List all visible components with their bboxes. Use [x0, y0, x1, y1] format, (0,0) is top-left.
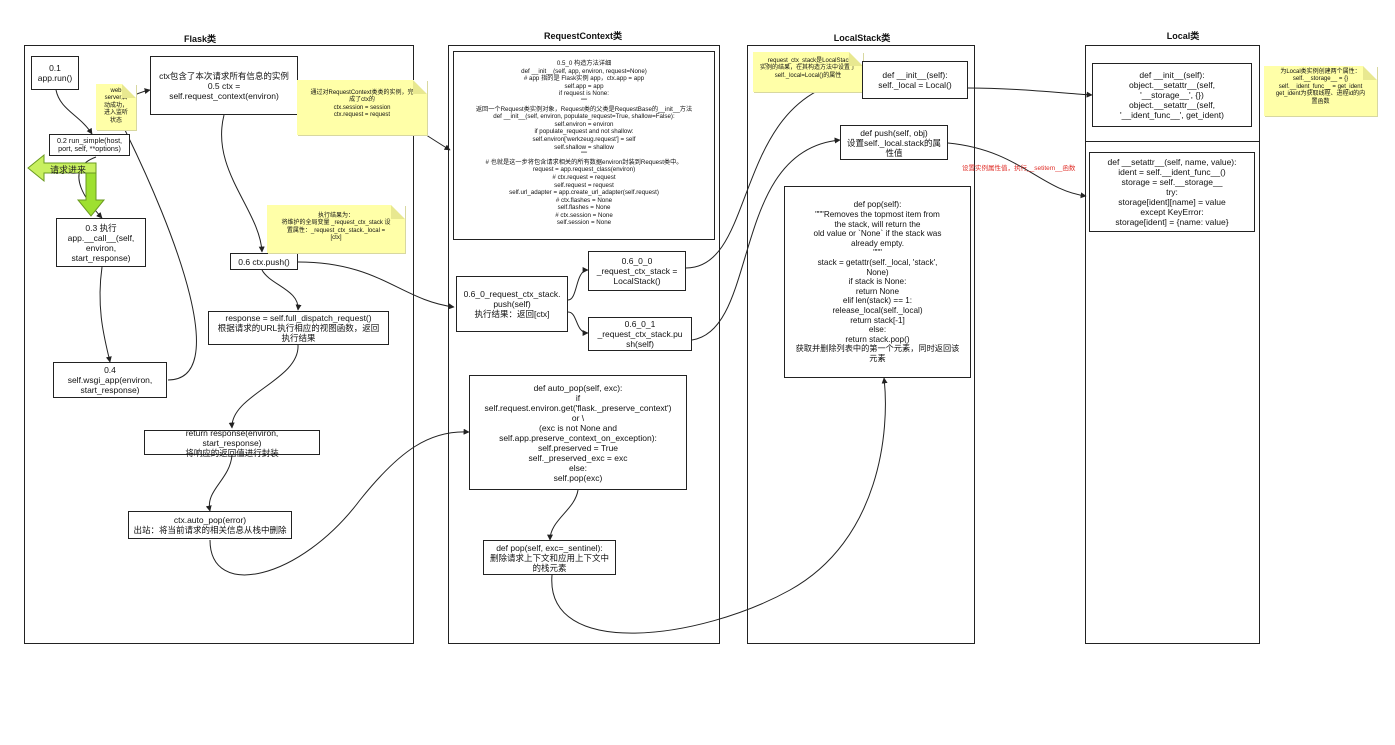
- lane-title-request-context: RequestContext类: [543, 31, 622, 41]
- request-in-label: 请求进来: [50, 165, 87, 175]
- node-0-3-call[interactable]: 0.3 执行 app.__call__(self, environ, start…: [56, 218, 146, 267]
- lane-title-local: Local类: [1166, 31, 1200, 41]
- node-local-init[interactable]: def __init__(self): object.__setattr__(s…: [1092, 63, 1252, 127]
- lane-local-divider: [1085, 141, 1260, 142]
- edge-02-03: [78, 156, 103, 219]
- edge-autopopdef-pop: [547, 489, 579, 541]
- edge-lsinit-localinit: [967, 87, 1093, 98]
- node-request-context-init[interactable]: 0.5_0 构造方法详细 def __init__(self, app, env…: [453, 51, 715, 240]
- lane-title-flask: Flask类: [183, 34, 216, 44]
- edge-061-lspush: [691, 137, 841, 341]
- node-localstack-init[interactable]: def __init__(self): self._local = Local(…: [862, 61, 968, 99]
- edge-pop-lspop: [551, 377, 888, 634]
- node-pop-def[interactable]: def pop(self, exc=_sentinel): 删除请求上下文和应用…: [483, 540, 616, 575]
- edge-dispatch-return: [228, 344, 299, 429]
- node-0-6-ctx-push[interactable]: 0.6 ctx.push(): [230, 253, 298, 270]
- node-auto-pop-def[interactable]: def auto_pop(self, exc): if self.request…: [469, 375, 687, 490]
- label-setitem: 设置实例属性值，执行__setitem__函数: [962, 165, 1076, 172]
- lane-title-local-stack: LocalStack类: [833, 33, 891, 43]
- node-0-4-wsgi-app[interactable]: 0.4 self.wsgi_app(environ, start_respons…: [53, 362, 167, 398]
- node-0-2-run-simple[interactable]: 0.2 run_simple(host, port, self, **optio…: [49, 134, 130, 156]
- note-localstack-init: _request_ctx_stack是LocalStack 实例的结果，在其构造…: [753, 52, 863, 92]
- node-localstack-pop[interactable]: def pop(self): """Removes the topmost it…: [784, 186, 971, 378]
- edge-push-061: [567, 311, 589, 336]
- node-0-6-0-1-push[interactable]: 0.6_0_1 _request_ctx_stack.pu sh(self): [588, 317, 692, 351]
- edge-06-dispatch: [261, 269, 302, 311]
- edge-push-060: [567, 267, 589, 301]
- edge-05-06: [221, 114, 265, 253]
- node-local-setattr[interactable]: def __setattr__(self, name, value): iden…: [1089, 152, 1255, 232]
- edge-06-push: [297, 261, 455, 310]
- note-ctx-session: 通过对RequestContext类类的实例，完 成了ctx的 ctx.sess…: [297, 80, 427, 135]
- note-local-init: 为Local类实例创建两个属性： self.__storage__ = {} s…: [1264, 66, 1377, 116]
- note-web-server: web server启 动成功， 进入监听 状态: [96, 84, 136, 130]
- node-0-6-0-0-localstack[interactable]: 0.6_0_0 _request_ctx_stack = LocalStack(…: [588, 251, 686, 291]
- node-return-response[interactable]: return response(environ, start_response)…: [144, 428, 320, 458]
- node-0-1-app-run[interactable]: 0.1 app.run(): [31, 56, 79, 90]
- edge-01-02: [55, 89, 93, 135]
- note-push-result: 执行结果为： 将维护的全局变量 _request_ctx_stack 设 置属性…: [267, 205, 405, 253]
- node-0-5-request-context[interactable]: ctx包含了本次请求所有信息的实例 0.5 ctx = self.request…: [150, 56, 298, 115]
- node-request-ctx-stack-push[interactable]: 0.6_0_request_ctx_stack. push(self) 执行结果…: [456, 276, 568, 332]
- request-in-arrow: [27, 153, 106, 217]
- edge-return-autopop: [205, 454, 233, 512]
- node-localstack-push[interactable]: def push(self, obj) 设置self._local.stack的…: [840, 125, 948, 160]
- node-full-dispatch-request[interactable]: response = self.full_dispatch_request() …: [208, 311, 389, 345]
- edge-autopop-def: [209, 428, 470, 576]
- node-ctx-auto-pop[interactable]: ctx.auto_pop(error) 出站：将当前请求的相关信息从栈中删除: [128, 511, 292, 539]
- lane-local: [1085, 45, 1260, 644]
- edge-lspush-setattr: [947, 142, 1087, 199]
- edge-03-04: [99, 266, 112, 363]
